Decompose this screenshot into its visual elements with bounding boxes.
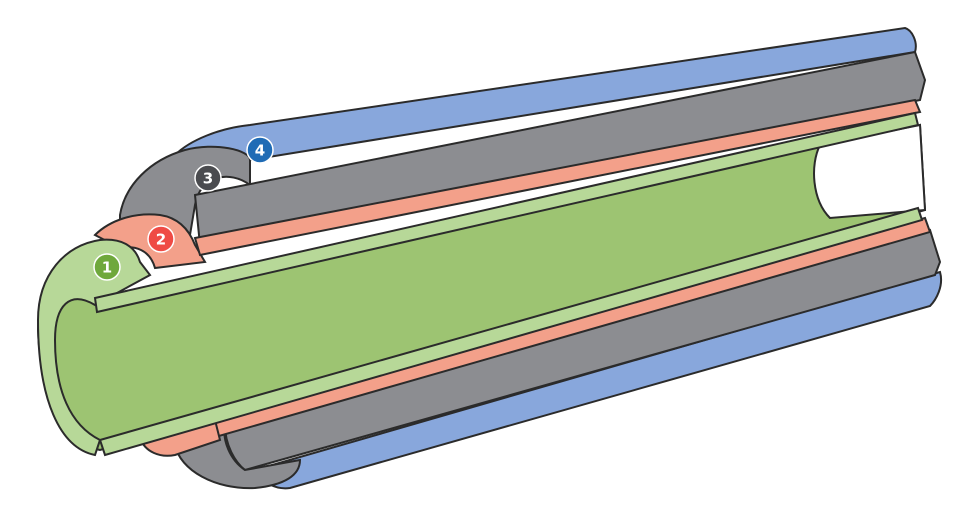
layer-1-badge: 1 [93,253,121,281]
layer-3-shield [119,50,942,490]
layer-1-number: 1 [102,259,112,277]
layer-3-number: 3 [203,170,213,188]
layer-3-badge: 3 [194,164,222,192]
layer-1-far-opening [813,123,927,220]
layer-2-top-strip [193,98,922,257]
layer-1-bottom-strip [98,206,924,457]
layer-2-number: 2 [156,231,166,249]
layer-1-core [36,111,927,457]
layer-4-number: 4 [255,142,265,160]
layer-2-badge: 2 [147,225,175,253]
layer-1-top-strip [93,111,920,314]
layer-1-front-ring [36,238,152,457]
layer-4-badge: 4 [246,136,274,164]
layer-4-top-band [172,26,917,162]
